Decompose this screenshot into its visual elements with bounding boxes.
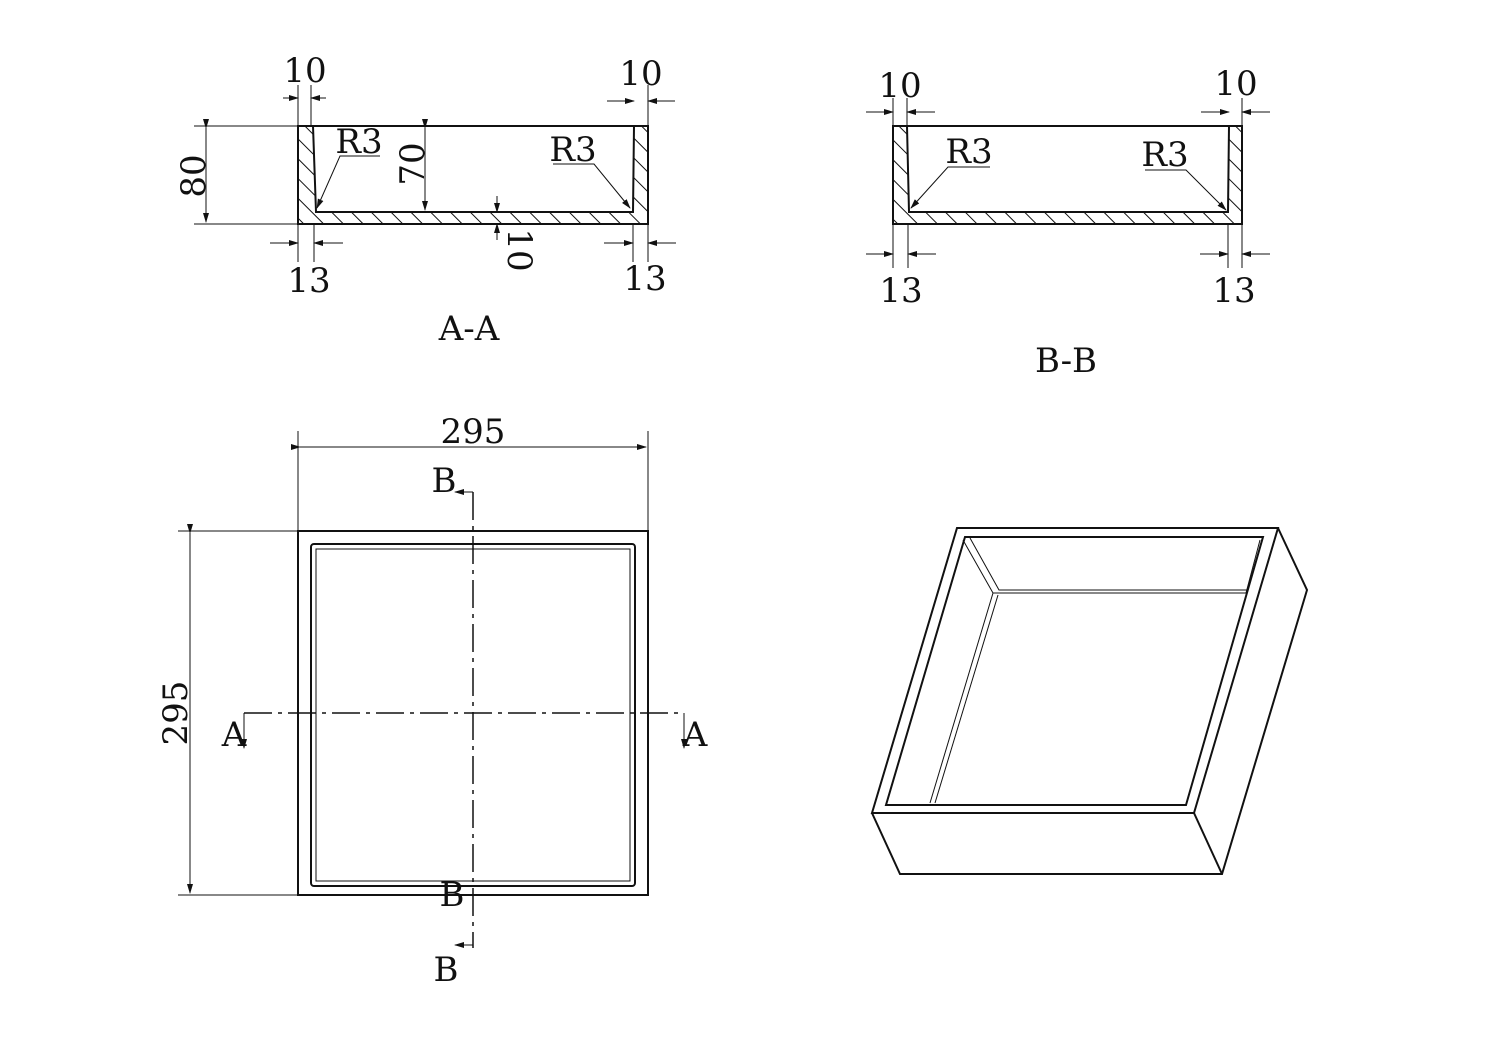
dim-aa-height-outer: 80 [174, 154, 214, 197]
cut-a-left-label: A [221, 715, 247, 755]
section-b-b: 10 10 13 13 R3 R3 B-B [866, 64, 1270, 381]
dim-aa-height-inner: 70 [393, 142, 433, 185]
dim-bb-bottom-left: 13 [879, 271, 922, 311]
radius-bb-left: R3 [945, 132, 992, 172]
dim-bb-top-right: 10 [1214, 64, 1257, 104]
dim-aa-top-right: 10 [619, 54, 662, 94]
radius-aa-right: R3 [549, 130, 596, 170]
dim-plan-width: 295 [441, 412, 506, 452]
dim-aa-bottom-left: 13 [287, 261, 330, 301]
section-b-b-title: B-B [1035, 341, 1097, 381]
dim-bb-top-left: 10 [878, 66, 921, 106]
radius-bb-right: R3 [1141, 135, 1188, 175]
plan-view: 295 295 A A B B B [156, 412, 708, 990]
cut-b-top-label: B [432, 461, 457, 501]
dim-aa-bottom-thickness: 10 [499, 228, 539, 271]
dim-plan-height: 295 [156, 681, 196, 746]
dim-aa-bottom-right: 13 [623, 259, 666, 299]
isometric-view [870, 527, 1309, 875]
dim-aa-top-left: 10 [283, 51, 326, 91]
section-a-a-title: A-A [438, 309, 500, 349]
dim-bb-bottom-right: 13 [1212, 271, 1255, 311]
cut-b-bottom-label: B [434, 950, 459, 990]
cut-b-mid-label: B [440, 875, 465, 915]
cut-a-right-label: A [682, 715, 708, 755]
radius-aa-left: R3 [335, 122, 382, 162]
section-a-a: 10 10 80 70 10 13 13 R3 R3 A-A [174, 51, 676, 349]
